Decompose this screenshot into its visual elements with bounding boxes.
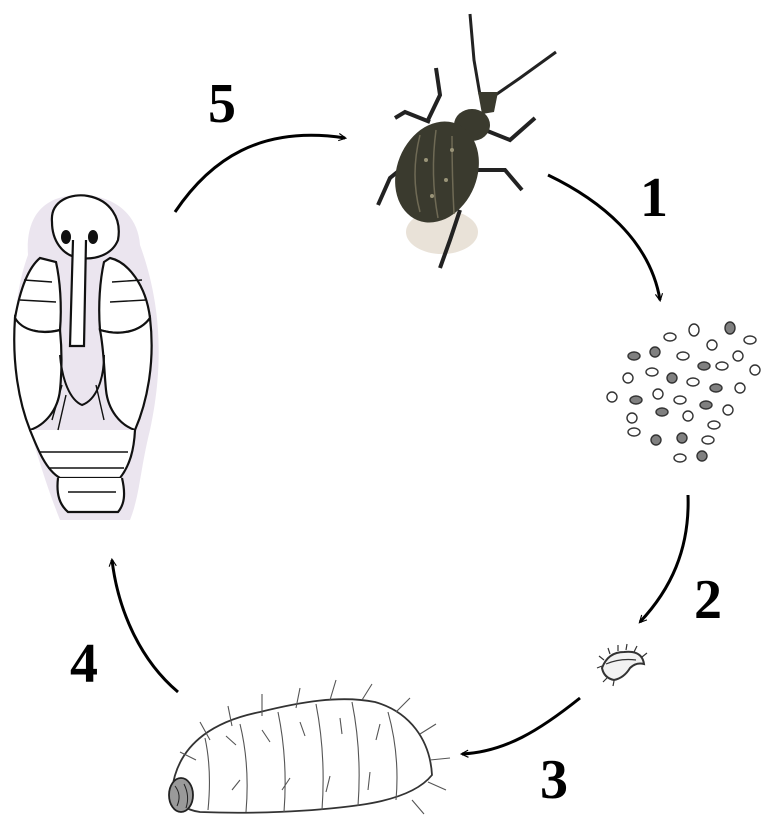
arrow-2-eggs-to-young-larva (640, 495, 688, 622)
young-larva-icon (597, 644, 647, 686)
stage-label-3: 3 (540, 752, 568, 808)
mature-larva-icon (169, 680, 450, 814)
stage-label-1: 1 (640, 170, 668, 226)
stage-label-2: 2 (694, 572, 722, 628)
stage-label-4: 4 (70, 636, 98, 692)
adult-weevil-icon (378, 14, 556, 268)
pupa-icon (14, 195, 158, 520)
arrow-3-young-to-mature-larva (462, 698, 580, 754)
eggs-icon (607, 322, 760, 462)
stage-label-5: 5 (208, 76, 236, 132)
arrow-4-larva-to-pupa (112, 560, 178, 692)
arrow-5-pupa-to-adult (175, 135, 345, 212)
